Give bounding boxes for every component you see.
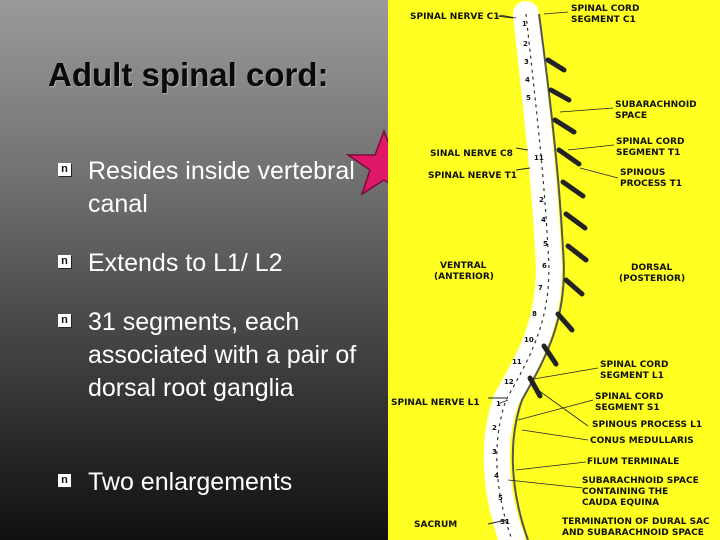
- bullet-text: Resides inside vertebral canal: [88, 157, 355, 218]
- bullet-marker-icon: n: [58, 163, 71, 176]
- bullet-text: Two enlargements: [88, 468, 293, 496]
- label-spinal-nerve-c1: SPINAL NERVE C1: [410, 12, 500, 22]
- spinal-cord-diagram: 1 2 3 4 5 11 2 4 5 6 7 8 10 11 12 1 2 3 …: [388, 0, 720, 540]
- label-termination-dural-sac: AND SUBARACHNOID SPACE: [562, 528, 704, 538]
- label-spinal-nerve-c8: SINAL NERVE C8: [430, 149, 513, 159]
- label-spinous-process-l1: SPINOUS PROCESS L1: [592, 420, 702, 430]
- label-dorsal: (POSTERIOR): [619, 274, 685, 284]
- spinal-cord-line: [496, 13, 550, 540]
- vertebra-number: 8: [532, 310, 537, 318]
- label-cauda-equina: CONTAINING THE: [582, 487, 668, 497]
- vertebral-column: [483, 1, 562, 540]
- label-spinal-nerve-t1: SPINAL NERVE T1: [428, 171, 517, 181]
- label-cord-segment-l1: SEGMENT L1: [600, 371, 664, 381]
- vertebra-number: 2: [492, 424, 497, 432]
- bullet-marker-icon: n: [58, 474, 71, 487]
- vertebra-number: 5: [498, 494, 503, 502]
- bullet-marker-icon: n: [58, 314, 71, 327]
- leader-lines: [497, 11, 619, 489]
- label-cauda-equina: SUBARACHNOID SPACE: [582, 476, 699, 486]
- label-sacrum: SACRUM: [414, 520, 457, 530]
- vertebra-number: 4: [525, 76, 530, 84]
- dorsal-outline: [511, 13, 565, 540]
- label-cord-segment-s1: SPINAL CORD: [595, 392, 663, 402]
- vertebra-number: 12: [504, 378, 514, 386]
- label-ventral: VENTRAL: [440, 261, 487, 271]
- label-cord-segment-c1: SEGMENT C1: [571, 15, 636, 25]
- label-spinous-process-t1: SPINOUS: [620, 168, 665, 178]
- label-cord-segment-t1: SPINAL CORD: [616, 137, 684, 147]
- label-cord-segment-t1: SEGMENT T1: [616, 148, 680, 158]
- label-filum-terminale: FILUM TERMINALE: [587, 457, 679, 467]
- label-spinal-nerve-l1: SPINAL NERVE L1: [391, 398, 480, 408]
- vertebra-number: 6: [542, 262, 547, 270]
- bullet-text: 31 segments, each associated with a pair…: [88, 308, 357, 402]
- label-cord-segment-c1: SPINAL CORD: [571, 4, 639, 14]
- vertebra-number: 4: [494, 472, 499, 480]
- vertebra-number: 4: [541, 216, 546, 224]
- vertebra-number: 5: [543, 240, 548, 248]
- bullet-marker-icon: n: [58, 255, 71, 268]
- vertebra-number: 2: [539, 196, 544, 204]
- vertebra-number: 3: [524, 58, 529, 66]
- vertebra-numbers: 1 2 3 4 5 11 2 4 5 6 7 8 10 11 12 1 2 3 …: [492, 20, 548, 526]
- label-subarachnoid-space: SPACE: [615, 111, 647, 121]
- slide-title: Adult spinal cord:: [48, 56, 329, 93]
- vertebra-number: 2: [523, 40, 528, 48]
- label-cauda-equina: CAUDA EQUINA: [582, 498, 659, 508]
- label-cord-segment-s1: SEGMENT S1: [595, 403, 660, 413]
- bullet-text: Extends to L1/ L2: [88, 249, 283, 277]
- label-conus-medullaris: CONUS MEDULLARIS: [590, 436, 694, 446]
- label-cord-segment-l1: SPINAL CORD: [600, 360, 668, 370]
- spinal-cord-illustration: 1 2 3 4 5 11 2 4 5 6 7 8 10 11 12 1 2 3 …: [391, 1, 710, 540]
- label-ventral: (ANTERIOR): [434, 272, 494, 282]
- label-dorsal: DORSAL: [631, 263, 672, 273]
- label-spinous-process-t1: PROCESS T1: [620, 179, 682, 189]
- label-subarachnoid-space: SUBARACHNOID: [615, 100, 697, 110]
- vertebra-number: 3: [492, 448, 497, 456]
- vertebra-number: 1: [522, 20, 527, 28]
- vertebra-number: 7: [538, 284, 543, 292]
- vertebra-number: 11: [512, 358, 522, 366]
- vertebra-number: 11: [534, 154, 544, 162]
- nerve-roots: [487, 15, 531, 525]
- label-termination-dural-sac: TERMINATION OF DURAL SAC: [562, 517, 710, 527]
- vertebra-number: 5: [526, 94, 531, 102]
- vertebra-number: S1: [500, 518, 510, 526]
- spinous-processes: [527, 57, 589, 399]
- vertebra-number: 10: [524, 336, 534, 344]
